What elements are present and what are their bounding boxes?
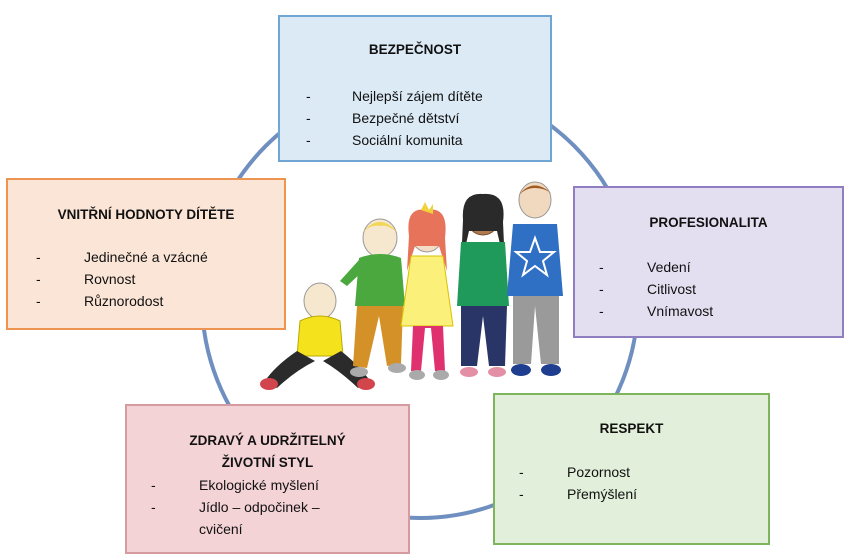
list-dash: - xyxy=(599,303,604,319)
list-dash: - xyxy=(36,271,41,287)
list-item-text: Různorodost xyxy=(84,293,164,309)
box-title: BEZPEČNOST xyxy=(368,42,462,57)
child-sitting xyxy=(260,282,375,390)
box-title-line-2: ŽIVOTNÍ STYL xyxy=(221,455,314,470)
child-girl-dark xyxy=(457,193,509,377)
box-title: VNITŘNÍ HODNOTY DÍTĚTE xyxy=(57,207,235,222)
list-dash: - xyxy=(306,132,311,148)
list-item-text: Jedinečné a vzácné xyxy=(84,249,208,265)
list-dash: - xyxy=(599,259,604,275)
list-item-text: Rovnost xyxy=(84,271,136,287)
list-dash: - xyxy=(306,88,311,104)
box-bezpecnost: BEZPEČNOST - Nejlepší zájem dítěte - Bezpe… xyxy=(278,15,552,162)
list-dash: - xyxy=(151,499,156,515)
box-title: RESPEKT xyxy=(599,421,664,436)
list-item-text: cvičení xyxy=(199,521,243,537)
list-dash: - xyxy=(36,293,41,309)
list-item-text: Citlivost xyxy=(647,281,697,297)
list-item-text: Pozornost xyxy=(567,464,631,480)
list-item-text: Bezpečné dětství xyxy=(352,110,460,126)
list-dash: - xyxy=(519,486,524,502)
list-item-text: Vnímavost xyxy=(647,303,714,319)
child-blond xyxy=(340,218,406,377)
children-illustration xyxy=(260,181,563,390)
box-title: PROFESIONALITA xyxy=(649,215,768,230)
list-item-text: Jídlo – odpočinek – xyxy=(199,499,320,515)
box-profesionalita: PROFESIONALITA - Vedení - Citlivost - Vníma… xyxy=(573,186,844,338)
list-dash: - xyxy=(36,249,41,265)
list-dash: - xyxy=(599,281,604,297)
list-dash: - xyxy=(306,110,311,126)
box-vnitrni-hodnoty: VNITŘNÍ HODNOTY DÍTĚTE - Jedinečné a vzác… xyxy=(6,178,286,330)
list-dash: - xyxy=(151,477,156,493)
child-girl-dress xyxy=(400,202,454,380)
box-respekt: RESPEKT - Pozornost - Přemýšlení xyxy=(493,393,770,545)
list-item-text: Vedení xyxy=(647,259,691,275)
child-star-shirt xyxy=(507,181,563,376)
box-zdravy-styl: ZDRAVÝ A UDRŽITELNÝ ŽIVOTNÍ STYL - Ekolog… xyxy=(125,404,410,554)
box-title-line-1: ZDRAVÝ A UDRŽITELNÝ xyxy=(189,433,346,448)
list-item-text: Přemýšlení xyxy=(567,486,638,502)
list-item-text: Sociální komunita xyxy=(352,132,463,148)
list-item-text: Ekologické myšlení xyxy=(199,477,319,493)
list-dash: - xyxy=(519,464,524,480)
list-item-text: Nejlepší zájem dítěte xyxy=(352,88,483,104)
